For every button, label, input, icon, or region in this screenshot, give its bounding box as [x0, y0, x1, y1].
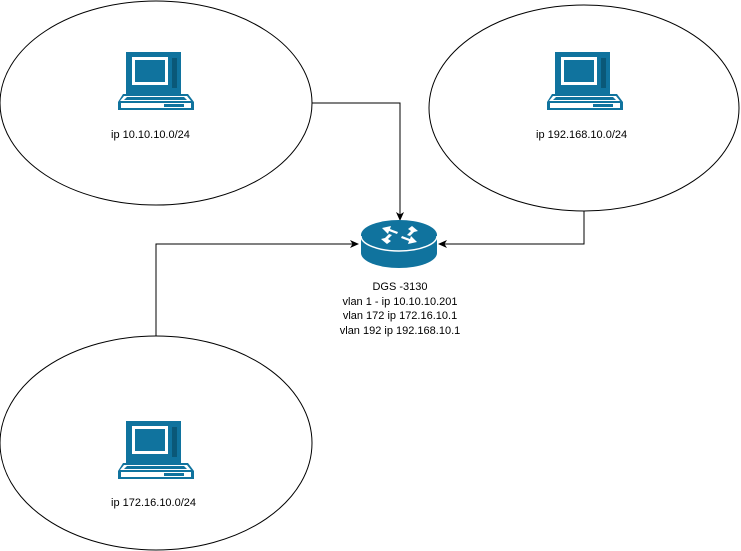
network-label-192: ip 192.168.10.0/24 [536, 129, 628, 141]
router-vlan-1: vlan 1 - ip 10.10.10.201 [342, 295, 458, 308]
network-label-172: ip 172.16.10.0/24 [111, 497, 197, 509]
router-vlan-172: vlan 172 ip 172.16.10.1 [342, 310, 458, 322]
connector-192-to-router [438, 211, 585, 248]
pc-icon [547, 52, 623, 110]
network-label-10: ip 10.10.10.0/24 [111, 129, 190, 141]
router-label: DGS -3130 vlan 1 - ip 10.10.10.201 vlan … [300, 280, 500, 338]
pc-icon [118, 421, 194, 479]
connector-10-to-router [312, 102, 404, 221]
connector-172-to-router [155, 240, 359, 336]
router-vlan-192: vlan 192 ip 192.168.10.1 [339, 324, 461, 337]
router-icon [360, 220, 438, 268]
router-model: DGS -3130 [372, 281, 428, 293]
pc-icon [118, 52, 194, 110]
